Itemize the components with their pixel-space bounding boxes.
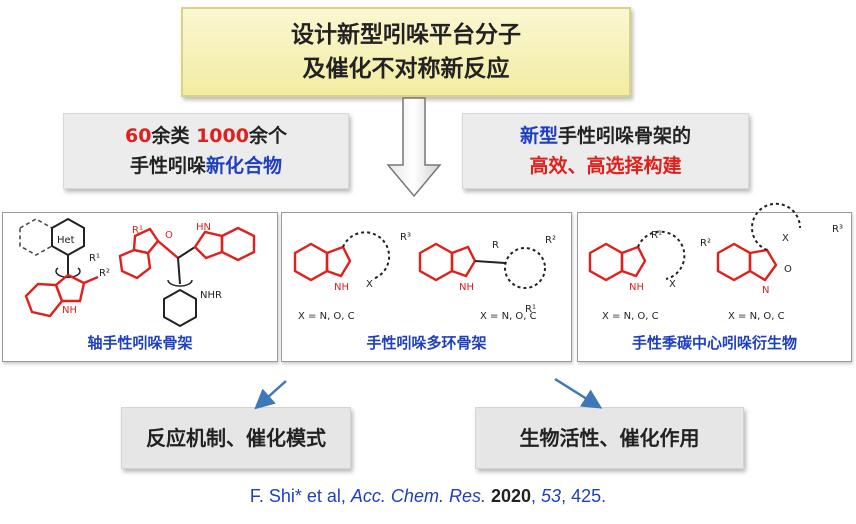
panel-polycyclic: 手性吲哚多环骨架 [281,212,572,362]
citation: F. Shi* et al, Acc. Chem. Res. 2020, 53,… [249,486,607,506]
r2-label-p2: R² [545,235,556,246]
nh-label-p3: NH [629,282,644,293]
r3-label-p2: R³ [400,232,411,243]
svg-text:HN: HN [196,222,211,233]
citation-journal: Acc. Chem. Res. [350,486,486,506]
structure-quaternary-1: NH R¹ R² X X = N, O, C [588,230,711,322]
citation-pages: , 425. [561,486,607,506]
left-box-line-2: 手性吲哚新化合物 [64,151,348,181]
down-arrow-icon [386,97,442,198]
structure-axial-1: Het R¹ R² NH [19,217,110,318]
r1-label-p1: R¹ [89,253,100,264]
right-text-1: 新型 [519,125,558,147]
o-label-p3: O [784,264,792,275]
citation-year: 2020 [490,486,532,506]
count-categories: 60 [125,125,152,147]
svg-text:NH: NH [334,282,349,293]
r1-label-p3: R¹ [651,230,662,241]
panel-3-caption: 手性季碳中心吲哚衍生物 [631,334,797,352]
x-label-p2: X [366,279,373,290]
r1-label-oxindole: R¹ [132,225,143,236]
citation-volume: 53 [541,486,562,506]
r1-label-p2: R¹ [525,304,536,315]
left-text-4: 新化合物 [206,155,283,177]
right-info-box: 新型手性吲哚骨架的 高效、高选择构建 [462,113,749,189]
structure-quaternary-2: O N X R³ X = N, O, C [716,202,843,322]
title-box: 设计新型吲哚平台分子 及催化不对称新反应 [181,7,631,97]
svg-text:O: O [165,230,173,241]
svg-text:X: X [669,279,676,290]
x-condition-p2-1: X = N, O, C [298,311,355,322]
left-info-box: 60余类 1000余个 手性吲哚新化合物 [63,113,349,189]
citation-author: F. Shi* et al, [249,486,346,506]
bioactivity-label: 生物活性、催化作用 [519,426,700,450]
r3-label-p3: R³ [832,224,843,235]
arrow-left-icon [254,380,287,410]
left-text-2: 余个 [248,125,287,147]
structure-polycyclic-2: NH R R² R¹ [418,235,556,315]
structure-polycyclic-1: NH R³ X X = N, O, C [293,231,411,322]
mechanism-label: 反应机制、催化模式 [146,426,326,450]
r2-label-p1: R² [99,268,110,279]
arrow-right-icon [554,377,603,409]
panel-quaternary-carbon: 手性季碳中心吲哚衍生物 [577,212,852,362]
panel-1-caption: 轴手性吲哚骨架 [87,334,193,352]
x-condition-p3-2: X = N, O, C [728,311,785,322]
left-text-1: 余类 [151,125,197,147]
count-compounds: 1000 [196,125,249,147]
x-label-p3: X [782,233,789,244]
x-condition-p3-1: X = N, O, C [602,311,659,322]
right-box-line-1: 新型手性吲哚骨架的 [463,121,748,151]
x-condition-p2-2: X = N, O, C [480,311,537,322]
title-line-1: 设计新型吲哚平台分子 [291,22,521,48]
right-text-2: 手性吲哚骨架的 [558,125,692,147]
right-box-line-2: 高效、高选择构建 [529,155,682,177]
left-box-line-1: 60余类 1000余个 [64,121,348,151]
nhr-label: NHR [200,290,222,301]
nh-label-p1: NH [62,305,77,316]
n-label-p3: N [762,285,769,296]
r2-label-p3: R² [700,238,711,249]
panel-axial-chiral: 轴手性吲哚骨架 [2,212,278,362]
mechanism-box: 反应机制、催化模式 [121,407,351,469]
structure-axial-2: R¹ O HN NHR [118,222,256,328]
panel-2-caption: 手性吲哚多环骨架 [366,334,487,352]
bioactivity-box: 生物活性、催化作用 [475,407,744,469]
left-text-3: 手性吲哚 [129,155,206,177]
title-line-2: 及催化不对称新反应 [302,56,510,82]
svg-text:NH: NH [459,282,474,293]
r-label-p2: R [492,240,499,251]
het-label: Het [57,235,75,246]
